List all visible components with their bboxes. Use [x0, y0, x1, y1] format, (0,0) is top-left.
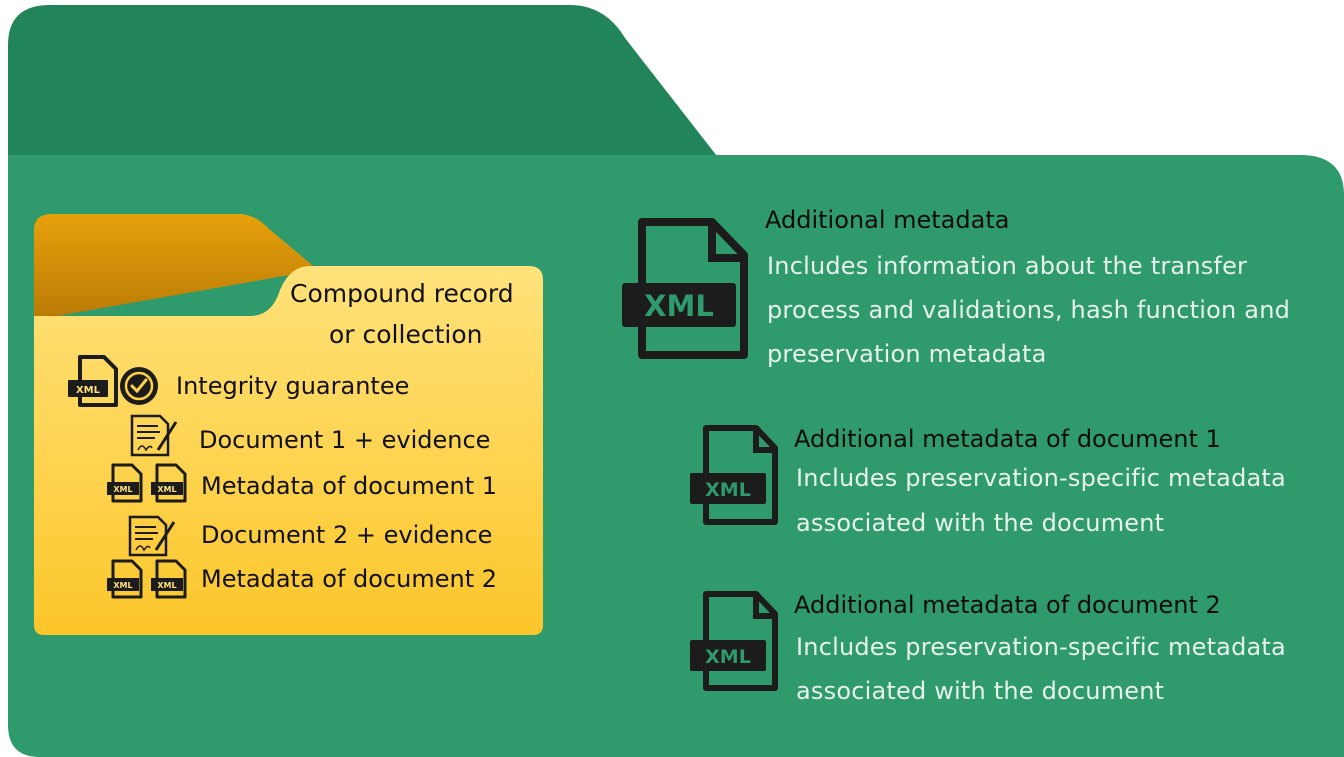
xml-file-icon: XML [690, 591, 778, 691]
metadata-block-title: Additional metadata [765, 206, 1010, 234]
svg-text:XML: XML [157, 485, 176, 494]
metadata-block-title: Additional metadata of document 1 [794, 425, 1221, 453]
svg-text:XML: XML [113, 485, 132, 494]
svg-text:XML: XML [644, 289, 714, 323]
svg-text:XML: XML [76, 385, 101, 396]
svg-text:XML: XML [705, 479, 751, 501]
xml-file-icon: XML [622, 218, 748, 359]
xml-file-icon: XML [107, 463, 143, 503]
metadata-block-description-line: Includes preservation-specific metadata [796, 633, 1286, 661]
signed-document-icon [130, 414, 178, 457]
verified-badge-icon [120, 367, 158, 405]
xml-file-icon: XML [151, 559, 187, 599]
svg-text:XML: XML [113, 581, 132, 590]
metadata-block-description-line: Includes preservation-specific metadata [796, 464, 1286, 492]
record-item-metadata-2: Metadata of document 2 [201, 565, 498, 593]
xml-file-icon: XML [107, 559, 143, 599]
xml-file-icon: XML [68, 355, 118, 407]
metadata-block-description-line: process and validations, hash function a… [767, 296, 1291, 324]
metadata-block-description-line: associated with the document [796, 677, 1165, 705]
metadata-block-description-line: associated with the document [796, 509, 1165, 537]
xml-file-icon: XML [690, 425, 778, 525]
signed-document-icon [128, 515, 176, 557]
metadata-block-description-line: preservation metadata [767, 340, 1047, 368]
outer-folder-tab [8, 5, 720, 160]
record-title-line1: Compound record [290, 279, 514, 308]
metadata-block-title: Additional metadata of document 2 [794, 591, 1221, 619]
record-item-document-1: Document 1 + evidence [199, 426, 491, 454]
xml-file-icon: XML [151, 463, 187, 503]
inner-folder-tab [34, 214, 318, 320]
metadata-block-description-line: Includes information about the transfer [767, 252, 1248, 280]
svg-text:XML: XML [705, 646, 751, 668]
record-item-metadata-1: Metadata of document 1 [201, 472, 498, 500]
svg-text:XML: XML [157, 581, 176, 590]
record-title-line2: or collection [329, 320, 483, 349]
record-item-document-2: Document 2 + evidence [201, 521, 493, 549]
record-item-integrity: Integrity guarantee [176, 372, 410, 400]
